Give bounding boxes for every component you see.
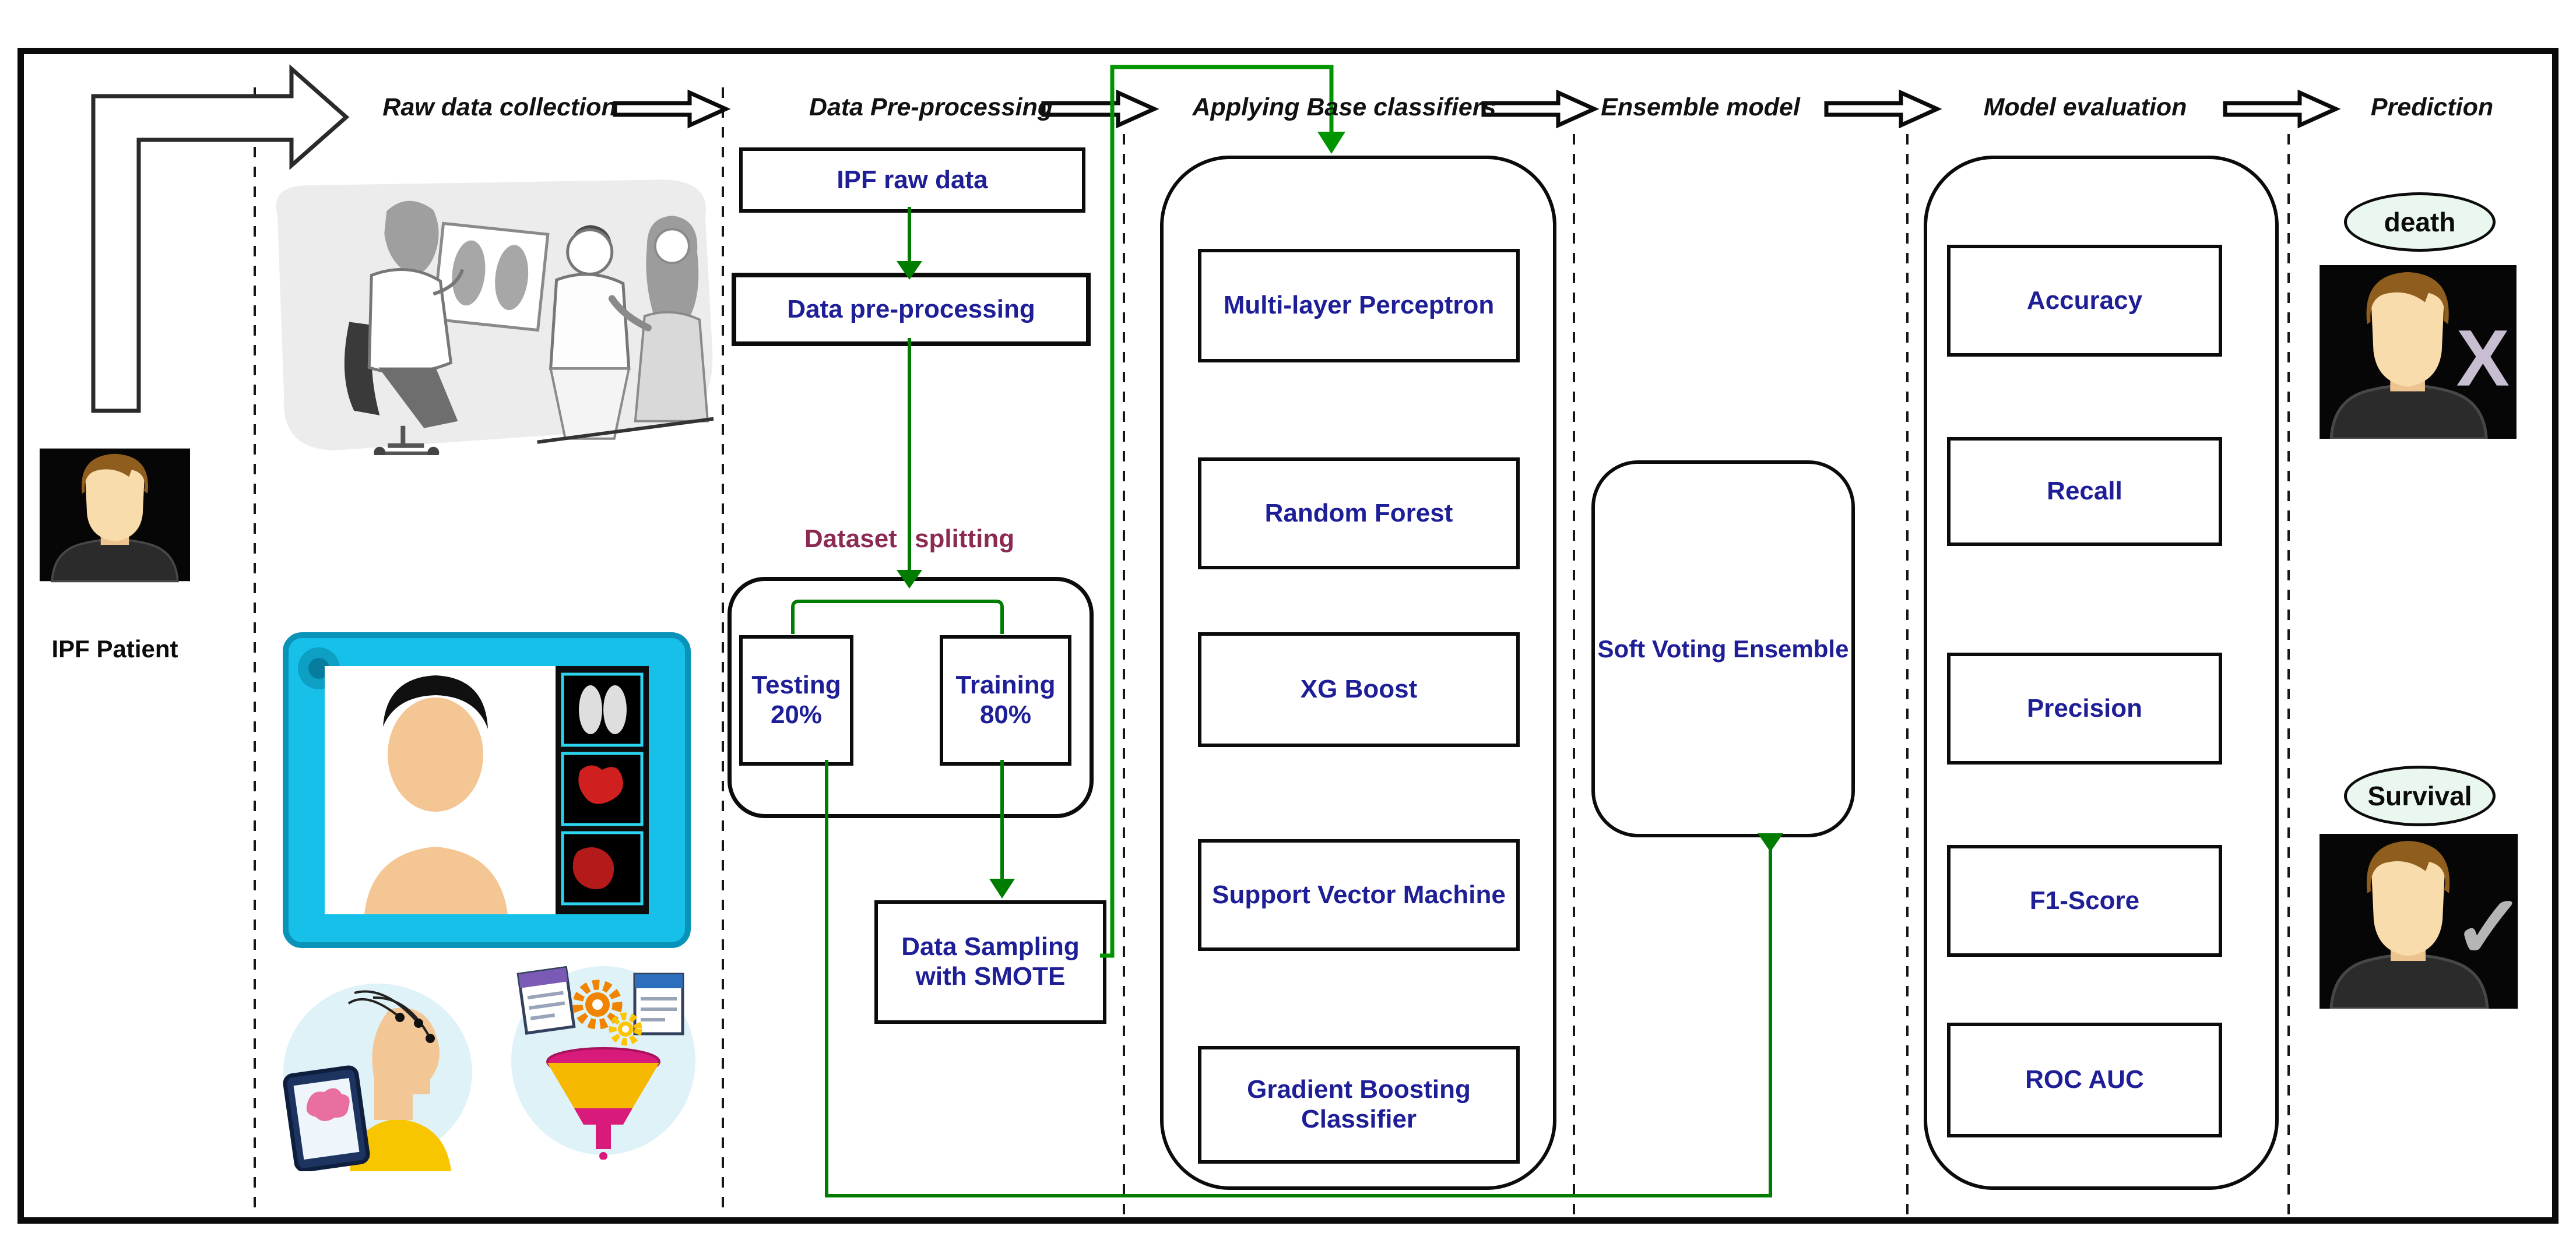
testing-box: Testing 20%: [739, 635, 853, 766]
testing-title: Testing: [751, 671, 841, 700]
survival-patient-avatar: ✓: [2320, 834, 2521, 1009]
doctor-consultation-illustration: [276, 179, 714, 455]
ipf-patient-caption: IPF Patient: [51, 635, 178, 663]
ipf-raw-data-box: IPF raw data: [739, 147, 1085, 213]
classifier-random-forest-box: Random Forest: [1198, 457, 1520, 569]
survival-check-mark-icon: ✓: [2452, 878, 2521, 976]
metric-f1-label: F1-Score: [2029, 886, 2140, 915]
stage-model-evaluation: Model evaluation: [1983, 93, 2187, 121]
death-outcome-oval: death: [2344, 192, 2496, 252]
classifier-mlp-label: Multi-layer Perceptron: [1223, 291, 1495, 320]
classifier-svm-box: Support Vector Machine: [1198, 839, 1520, 951]
smote-line2: with SMOTE: [915, 962, 1066, 991]
telemedicine-screen-illustration: [283, 632, 691, 948]
classifier-mlp-box: Multi-layer Perceptron: [1198, 249, 1520, 362]
soft-voting-ensemble-label: Soft Voting Ensemble: [1597, 635, 1849, 663]
classifier-svm-label: Support Vector Machine: [1212, 880, 1506, 909]
classifier-random-forest-label: Random Forest: [1264, 498, 1453, 527]
training-box: Training 80%: [940, 635, 1071, 766]
diagram-border-frame: [17, 48, 2559, 1224]
metric-roc-auc-label: ROC AUC: [2025, 1065, 2144, 1094]
metric-f1-box: F1-Score: [1947, 845, 2222, 957]
metric-recall-box: Recall: [1947, 437, 2222, 546]
survival-label: Survival: [2367, 781, 2472, 811]
classifier-gradient-boosting-box: Gradient Boosting Classifier: [1198, 1046, 1520, 1164]
smote-box: Data Sampling with SMOTE: [874, 900, 1106, 1024]
testing-value: 20%: [770, 700, 823, 729]
brain-eeg-tablet-illustration: [283, 984, 472, 1171]
training-title: Training: [955, 671, 1056, 700]
stage-data-pre-processing: Data Pre-processing: [809, 93, 1053, 121]
metric-accuracy-label: Accuracy: [2026, 286, 2143, 315]
training-value: 80%: [979, 700, 1032, 729]
stage-raw-data-collection: Raw data collection: [382, 93, 617, 121]
metric-accuracy-box: Accuracy: [1947, 245, 2222, 357]
death-x-mark-icon: X: [2456, 314, 2510, 403]
death-patient-avatar: X: [2320, 265, 2517, 439]
data-preprocessing-label: Data pre-processing: [787, 294, 1035, 323]
metric-recall-label: Recall: [2047, 477, 2122, 506]
ipf-raw-data-label: IPF raw data: [837, 165, 988, 194]
survival-outcome-oval: Survival: [2344, 766, 2496, 826]
classifier-xgboost-label: XG Boost: [1300, 675, 1418, 704]
smote-line1: Data Sampling: [901, 932, 1080, 961]
metric-precision-label: Precision: [2026, 693, 2143, 723]
stage-prediction: Prediction: [2370, 93, 2494, 121]
data-preprocessing-box: Data pre-processing: [732, 273, 1091, 346]
metric-roc-auc-box: ROC AUC: [1947, 1023, 2222, 1137]
classifier-gradient-boosting-label: Gradient Boosting Classifier: [1247, 1075, 1471, 1133]
death-label: death: [2384, 207, 2456, 237]
dataset-splitting-label: Dataset splitting: [804, 524, 1015, 553]
data-funnel-gears-illustration: [511, 966, 695, 1160]
ipf-patient-avatar: [40, 448, 190, 583]
metric-precision-box: Precision: [1947, 653, 2222, 765]
stage-ensemble-model: Ensemble model: [1601, 93, 1800, 121]
stage-applying-base-classifiers: Applying Base classifiers: [1192, 93, 1496, 121]
classifier-xgboost-box: XG Boost: [1198, 632, 1520, 747]
